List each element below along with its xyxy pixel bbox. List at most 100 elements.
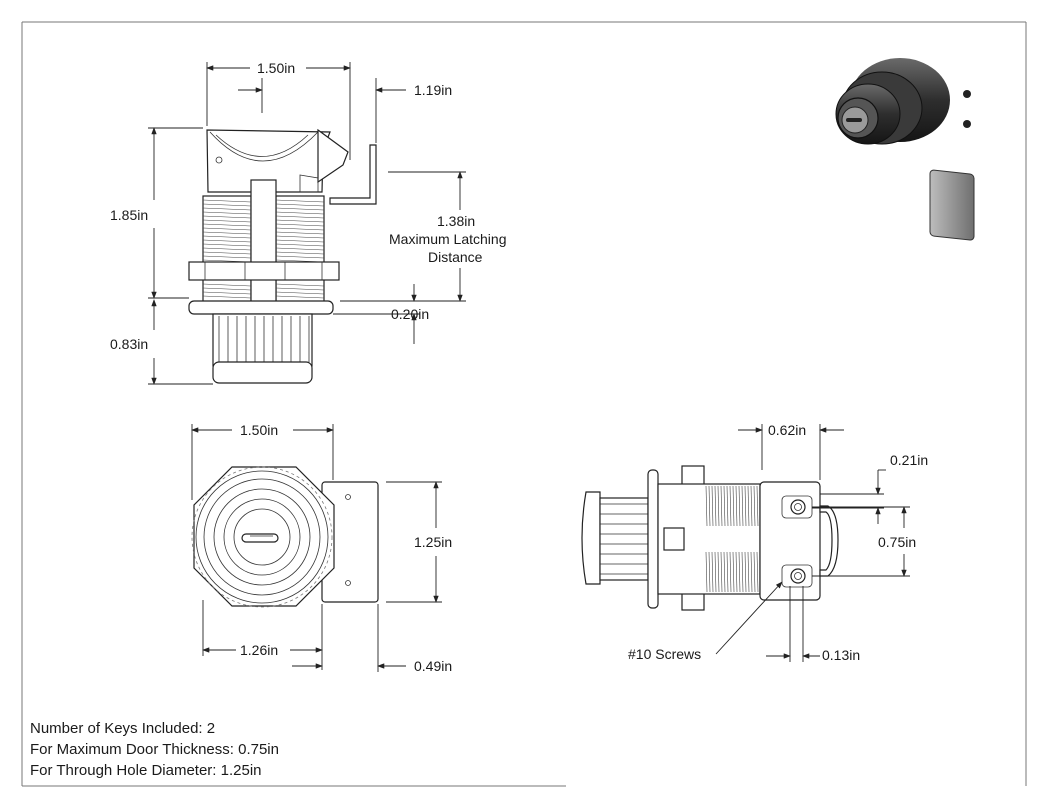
note-hole-diameter: For Through Hole Diameter: 1.25in <box>30 762 262 779</box>
dim-latching-caption-1: Maximum Latching <box>389 231 507 247</box>
drawing-line <box>717 551 720 593</box>
drawing-line <box>720 551 723 593</box>
dim-side-bracket-depth: 0.62in <box>768 422 806 438</box>
drawing-line <box>723 551 726 593</box>
drawing-line <box>202 223 252 227</box>
dim-screw-spacing: 0.75in <box>878 534 916 550</box>
drawing-line <box>275 227 325 231</box>
drawing-line <box>275 283 325 287</box>
drawing-line <box>202 215 252 219</box>
drawing-line <box>275 231 325 235</box>
drawing-line <box>202 203 252 207</box>
drawing-line <box>717 485 720 527</box>
drawing-line <box>726 485 729 527</box>
drawing-line <box>741 551 744 593</box>
drawing-line <box>275 199 325 203</box>
rear-view <box>191 466 379 608</box>
side-view-dimensions <box>715 424 910 662</box>
drawing-line <box>202 247 252 251</box>
drawing-line <box>202 207 252 211</box>
drawing-line <box>202 251 252 255</box>
drawing-line <box>756 551 759 593</box>
drawing-line <box>750 485 753 527</box>
drawing-line <box>202 219 252 223</box>
drawing-line <box>708 485 711 527</box>
drawing-line <box>275 239 325 243</box>
dim-flange-thickness: 0.20in <box>391 306 429 322</box>
drawing-line <box>705 551 708 593</box>
drawing-line <box>732 485 735 527</box>
drawing-line <box>202 255 252 259</box>
drawing-line <box>753 551 756 593</box>
drawing-line <box>202 295 252 299</box>
dim-knob-height: 0.83in <box>110 336 148 352</box>
drawing-line <box>275 219 325 223</box>
dim-latching-distance: 1.38in <box>437 213 475 229</box>
dim-overall-height: 1.85in <box>110 207 148 223</box>
note-keys: Number of Keys Included: 2 <box>30 720 216 737</box>
drawing-line <box>711 551 714 593</box>
drawing-line <box>735 485 738 527</box>
dim-nut-diameter: 1.26in <box>240 642 278 658</box>
drawing-line <box>747 551 750 593</box>
drawing-line <box>202 283 252 287</box>
drawing-line <box>275 215 325 219</box>
drawing-line <box>275 295 325 299</box>
front-elevation-view <box>188 128 377 384</box>
drawing-line <box>275 211 325 215</box>
drawing-line <box>711 485 714 527</box>
drawing-line <box>202 235 252 239</box>
side-view <box>581 465 839 611</box>
drawing-line <box>708 551 711 593</box>
drawing-line <box>729 485 732 527</box>
drawing-line <box>202 231 252 235</box>
drawing-line <box>275 255 325 259</box>
drawing-line <box>726 551 729 593</box>
drawing-line <box>202 239 252 243</box>
drawing-line <box>720 485 723 527</box>
dim-rear-height: 1.25in <box>414 534 452 550</box>
dim-front-width: 1.50in <box>257 60 295 76</box>
drawing-line <box>747 485 750 527</box>
drawing-line <box>744 485 747 527</box>
front-view-dimensions <box>148 62 466 385</box>
drawing-line <box>750 551 753 593</box>
dim-screw-note: #10 Screws <box>628 646 701 662</box>
sheet-border <box>21 21 1027 787</box>
drawing-line <box>738 551 741 593</box>
drawing-line <box>714 485 717 527</box>
drawing-line <box>202 227 252 231</box>
product-render <box>835 58 975 241</box>
drawing-line <box>202 291 252 295</box>
dim-screw-offset: 0.21in <box>890 452 928 468</box>
drawing-line <box>756 485 759 527</box>
drawing-line <box>202 199 252 203</box>
drawing-line <box>202 243 252 247</box>
drawing-line <box>275 207 325 211</box>
drawing-line <box>275 291 325 295</box>
rear-view-dimensions <box>191 424 442 672</box>
drawing-line <box>275 243 325 247</box>
notes-block: Number of Keys Included: 2 For Maximum D… <box>30 718 279 781</box>
drawing-line <box>275 287 325 291</box>
dim-latch-offset: 1.19in <box>414 82 452 98</box>
drawing-line <box>741 485 744 527</box>
dim-latching-caption-2: Distance <box>428 249 483 265</box>
drawing-line <box>723 485 726 527</box>
drawing-line <box>275 251 325 255</box>
dim-rear-width: 1.50in <box>240 422 278 438</box>
note-door-thickness: For Maximum Door Thickness: 0.75in <box>30 741 279 758</box>
drawing-line <box>735 551 738 593</box>
dim-bracket-width: 0.49in <box>414 658 452 674</box>
drawing-line <box>275 223 325 227</box>
drawing-line <box>705 485 708 527</box>
drawing-line <box>732 551 735 593</box>
drawing-line <box>753 485 756 527</box>
drawing-line <box>275 247 325 251</box>
drawing-line <box>202 287 252 291</box>
drawing-line <box>744 551 747 593</box>
drawing-line <box>738 485 741 527</box>
drawing-line <box>275 203 325 207</box>
dim-screw-diameter: 0.13in <box>822 647 860 663</box>
